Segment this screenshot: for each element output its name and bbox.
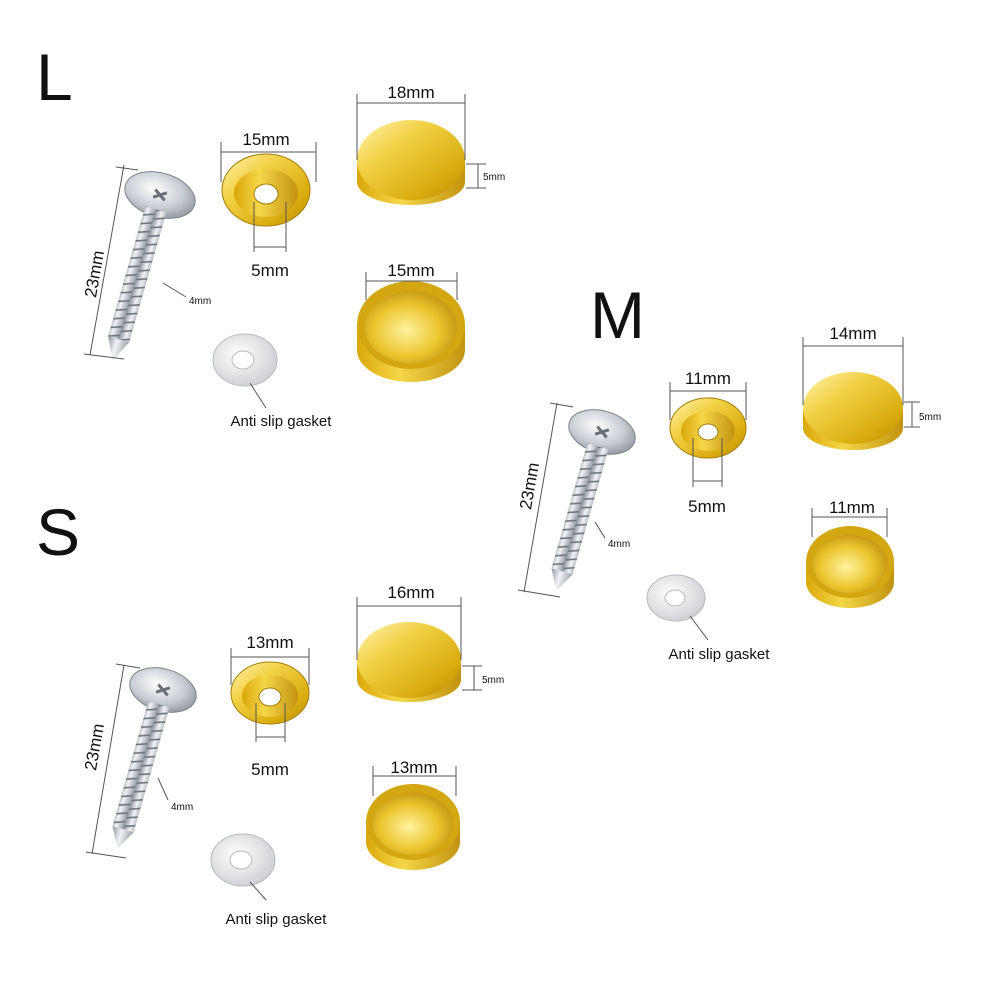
base-hole-label-s: 5mm — [251, 760, 289, 779]
screw-length-dimension-s — [85, 663, 141, 859]
screw-length-label-l: 23mm — [81, 249, 108, 299]
cap-inner-dimension-l — [365, 272, 458, 300]
base-hole-label-m: 5mm — [688, 497, 726, 516]
cap-open-s — [366, 784, 460, 870]
cap-diameter-label-s: 16mm — [387, 583, 434, 602]
gasket-label-l: Anti slip gasket — [231, 413, 333, 430]
size-label-s: S — [36, 495, 80, 569]
cap-diameter-dimension-m — [802, 337, 904, 405]
cap-diameter-dimension-s — [356, 597, 462, 660]
base-washer-l — [221, 153, 311, 227]
set-m: M 23mm 4mm 11mm — [516, 278, 941, 663]
cap-closed-l — [357, 120, 465, 205]
gasket-label-s: Anti slip gasket — [226, 911, 328, 928]
base-hole-dimension-s — [255, 703, 286, 742]
cap-inner-diameter-label-s: 13mm — [390, 758, 437, 777]
cap-inner-dimension-s — [372, 766, 457, 796]
base-diameter-label-m: 11mm — [685, 369, 731, 388]
gasket-s — [210, 833, 276, 887]
gasket-m — [646, 574, 706, 622]
base-washer-s — [230, 661, 310, 725]
cap-diameter-label-m: 14mm — [829, 324, 876, 343]
size-label-m: M — [590, 278, 645, 352]
base-washer-m — [669, 397, 747, 459]
set-l: L 23mm 4mm 15mm — [36, 40, 505, 430]
cap-open-m — [806, 526, 894, 608]
screw-length-label-s: 23mm — [81, 722, 108, 772]
screw-thread-label-m: 4mm — [608, 539, 630, 550]
cap-closed-m — [803, 372, 903, 450]
screw-s — [112, 667, 197, 849]
gasket-label-m: Anti slip gasket — [669, 646, 771, 663]
cap-height-dimension-m — [904, 401, 920, 428]
base-diameter-dimension-s — [230, 648, 310, 685]
cap-diameter-label-l: 18mm — [387, 83, 434, 102]
screw-l — [108, 171, 196, 361]
cap-inner-diameter-label-m: 11mm — [829, 498, 875, 517]
base-diameter-dimension-l — [220, 142, 317, 182]
cap-height-label-m: 5mm — [919, 412, 941, 423]
set-s: S 23mm 4mm 13mm — [36, 495, 504, 928]
cap-height-label-l: 5mm — [483, 172, 505, 183]
screw-length-dimension-l — [83, 164, 139, 360]
screw-m — [551, 409, 636, 591]
cap-inner-diameter-label-l: 15mm — [387, 261, 434, 280]
screw-thread-label-l: 4mm — [189, 296, 211, 307]
cap-inner-dimension-m — [811, 508, 888, 537]
base-diameter-dimension-m — [669, 382, 747, 420]
base-hole-dimension-l — [253, 202, 287, 252]
base-diameter-label-s: 13mm — [246, 633, 293, 652]
base-diameter-label-l: 15mm — [242, 130, 289, 149]
base-hole-label-l: 5mm — [251, 261, 289, 280]
size-label-l: L — [36, 40, 73, 114]
screw-thread-label-s: 4mm — [171, 802, 193, 813]
cap-height-dimension-l — [466, 163, 486, 189]
cap-closed-s — [357, 622, 461, 702]
base-hole-dimension-m — [692, 438, 723, 487]
cap-height-label-s: 5mm — [482, 675, 504, 686]
gasket-l — [212, 333, 278, 387]
cap-open-l — [357, 281, 465, 382]
cap-diameter-dimension-l — [356, 94, 466, 160]
cap-height-dimension-s — [462, 665, 482, 691]
screw-length-dimension-m — [517, 402, 574, 598]
